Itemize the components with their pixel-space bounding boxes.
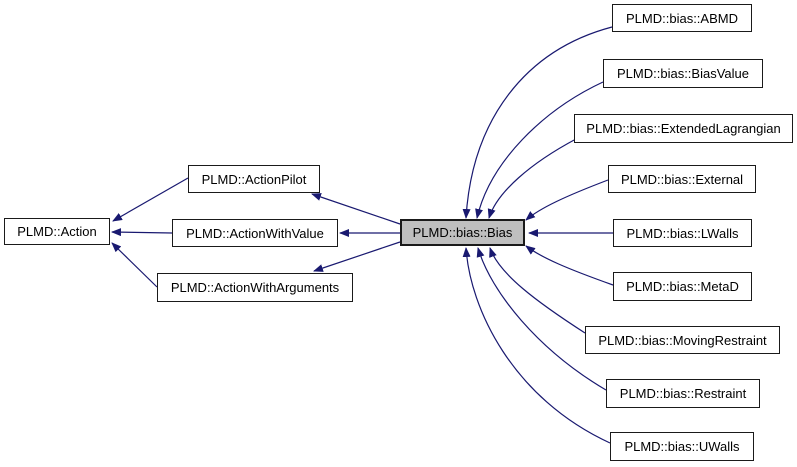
node-label: PLMD::bias::Restraint — [619, 386, 747, 401]
edge-abmd-to-bias — [462, 26, 613, 219]
node-plmd-bias-bias: PLMD::bias::Bias — [400, 219, 525, 246]
node-plmd-bias-biasvalue[interactable]: PLMD::bias::BiasValue — [603, 59, 763, 88]
node-plmd-bias-uwalls[interactable]: PLMD::bias::UWalls — [610, 432, 754, 461]
node-label: PLMD::bias::LWalls — [626, 225, 739, 241]
edge-restraint-to-bias — [476, 247, 607, 391]
edge-extendedlagrangian-to-bias — [487, 138, 577, 219]
node-plmd-actionwitharguments[interactable]: PLMD::ActionWithArguments — [157, 273, 353, 302]
edge-actionwithvalue-to-action — [111, 228, 173, 237]
edge-bias-to-actionwitharguments — [313, 241, 401, 272]
node-label: PLMD::bias::MovingRestraint — [598, 332, 767, 348]
node-plmd-bias-abmd[interactable]: PLMD::bias::ABMD — [612, 4, 752, 32]
node-label: PLMD::ActionWithArguments — [170, 280, 340, 295]
node-label: PLMD::bias::BiasValue — [617, 66, 749, 81]
edge-external-to-bias — [525, 179, 609, 221]
node-label: PLMD::bias::External — [620, 171, 744, 187]
edge-biasvalue-to-bias — [475, 81, 604, 219]
edge-bias-to-actionpilot — [311, 193, 401, 225]
node-plmd-bias-lwalls[interactable]: PLMD::bias::LWalls — [613, 219, 752, 247]
edge-metad-to-bias — [525, 245, 614, 286]
node-plmd-bias-restraint[interactable]: PLMD::bias::Restraint — [606, 379, 760, 408]
edge-actionwitharguments-to-action — [111, 242, 158, 288]
node-plmd-bias-extendedlagrangian[interactable]: PLMD::bias::ExtendedLagrangian — [574, 114, 793, 143]
node-label: PLMD::Action — [17, 224, 97, 239]
node-label: PLMD::bias::ExtendedLagrangian — [586, 121, 781, 136]
node-plmd-action[interactable]: PLMD::Action — [4, 218, 110, 245]
node-label: PLMD::bias::Bias — [412, 225, 513, 240]
node-label: PLMD::ActionWithValue — [186, 225, 324, 241]
node-plmd-actionpilot[interactable]: PLMD::ActionPilot — [188, 165, 320, 193]
node-label: PLMD::ActionPilot — [201, 171, 307, 187]
node-plmd-bias-external[interactable]: PLMD::bias::External — [608, 165, 756, 193]
edge-movingrestraint-to-bias — [489, 247, 586, 334]
node-plmd-bias-metad[interactable]: PLMD::bias::MetaD — [613, 272, 752, 301]
node-label: PLMD::bias::ABMD — [626, 10, 738, 26]
node-label: PLMD::bias::MetaD — [626, 279, 739, 294]
edge-actionpilot-to-action — [112, 177, 189, 222]
node-plmd-bias-movingrestraint[interactable]: PLMD::bias::MovingRestraint — [585, 326, 780, 354]
edge-uwalls-to-bias — [462, 247, 611, 444]
node-plmd-actionwithvalue[interactable]: PLMD::ActionWithValue — [172, 219, 338, 247]
node-label: PLMD::bias::UWalls — [624, 439, 740, 454]
